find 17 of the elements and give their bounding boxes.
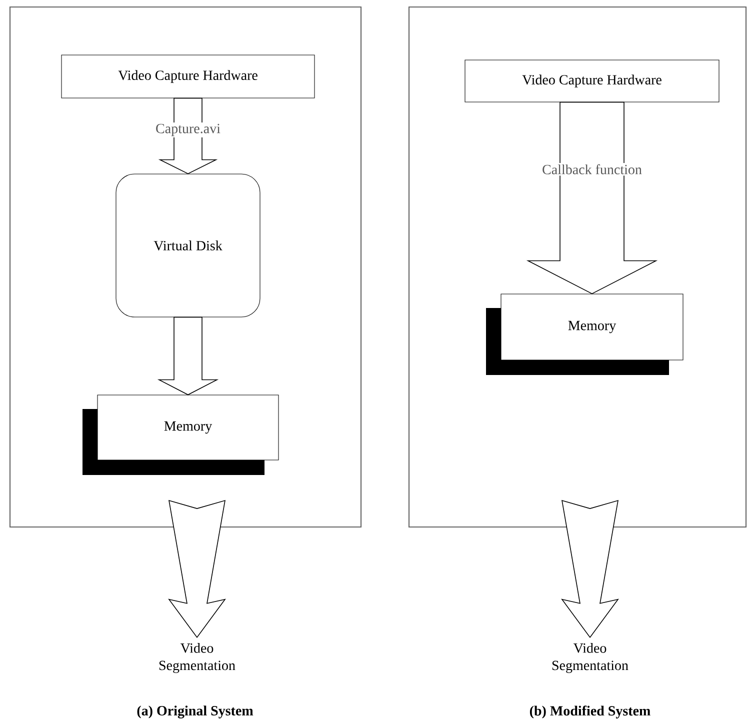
block-arrow <box>157 316 219 396</box>
process-box: Video Capture Hardware <box>61 54 315 98</box>
panel-caption: (b) Modified System <box>530 706 650 718</box>
output-label: Video Segmentation <box>159 642 236 674</box>
panel-caption: (a) Original System <box>137 706 254 718</box>
panel-frame <box>9 6 362 528</box>
panel-frame <box>408 6 747 528</box>
process-box: Video Capture Hardware <box>464 60 720 102</box>
block-arrow <box>561 500 619 638</box>
block-arrow <box>168 500 226 638</box>
storage-box: Virtual Disk <box>116 174 260 318</box>
output-label: Video Segmentation <box>552 642 628 674</box>
memory-box: Memory <box>82 394 279 475</box>
memory-box: Memory <box>486 294 684 375</box>
block-arrow <box>526 102 658 294</box>
edge-label: Capture.avi <box>154 122 222 138</box>
edge-label: Callback function <box>540 162 644 176</box>
